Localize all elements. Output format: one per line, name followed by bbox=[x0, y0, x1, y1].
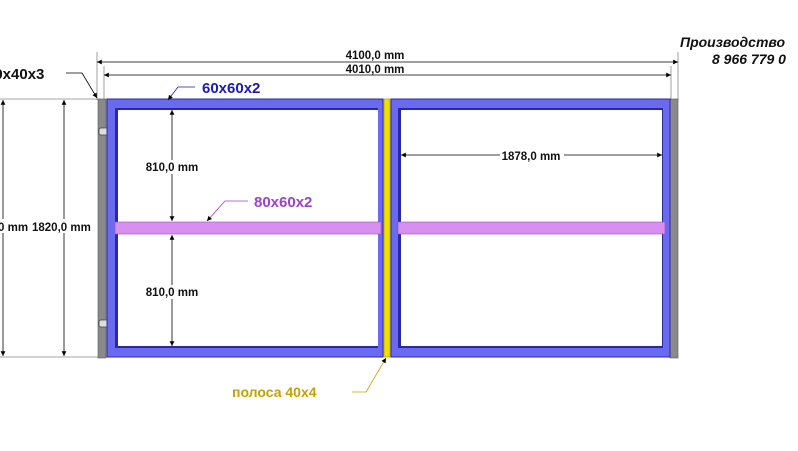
upper-panel-height-label: 810,0 mm bbox=[146, 162, 198, 174]
left-crossbar bbox=[114, 221, 382, 235]
frame-width-label: 4010,0 mm bbox=[346, 64, 405, 76]
strip-leader bbox=[352, 357, 387, 393]
right-post bbox=[669, 98, 679, 359]
right-crossbar bbox=[397, 221, 666, 235]
post-leader bbox=[66, 72, 98, 99]
center-strip bbox=[383, 98, 391, 358]
strip-label: полоса 40x4 bbox=[232, 384, 317, 400]
left-post bbox=[97, 98, 107, 359]
lower-panel-height-label: 810,0 mm bbox=[146, 287, 198, 299]
post-height-label: 0 mm bbox=[0, 222, 28, 234]
frame-profile-label: 60x60x2 bbox=[202, 80, 260, 97]
frame-height-label: 1820,0 mm bbox=[32, 222, 91, 234]
overall-width-label: 4100,0 mm bbox=[346, 50, 405, 62]
extension-lines bbox=[0, 52, 679, 358]
post-profile-label: 60x40x3 bbox=[0, 66, 44, 83]
company-name: Производство bbox=[680, 34, 786, 50]
crossbar-leader bbox=[206, 200, 248, 222]
crossbar-profile-label: 80x60x2 bbox=[254, 194, 312, 211]
frame-leader bbox=[167, 86, 195, 101]
company-phone: 8 966 779 0 bbox=[712, 51, 786, 67]
panel-width-label: 1878,0 mm bbox=[502, 151, 561, 163]
